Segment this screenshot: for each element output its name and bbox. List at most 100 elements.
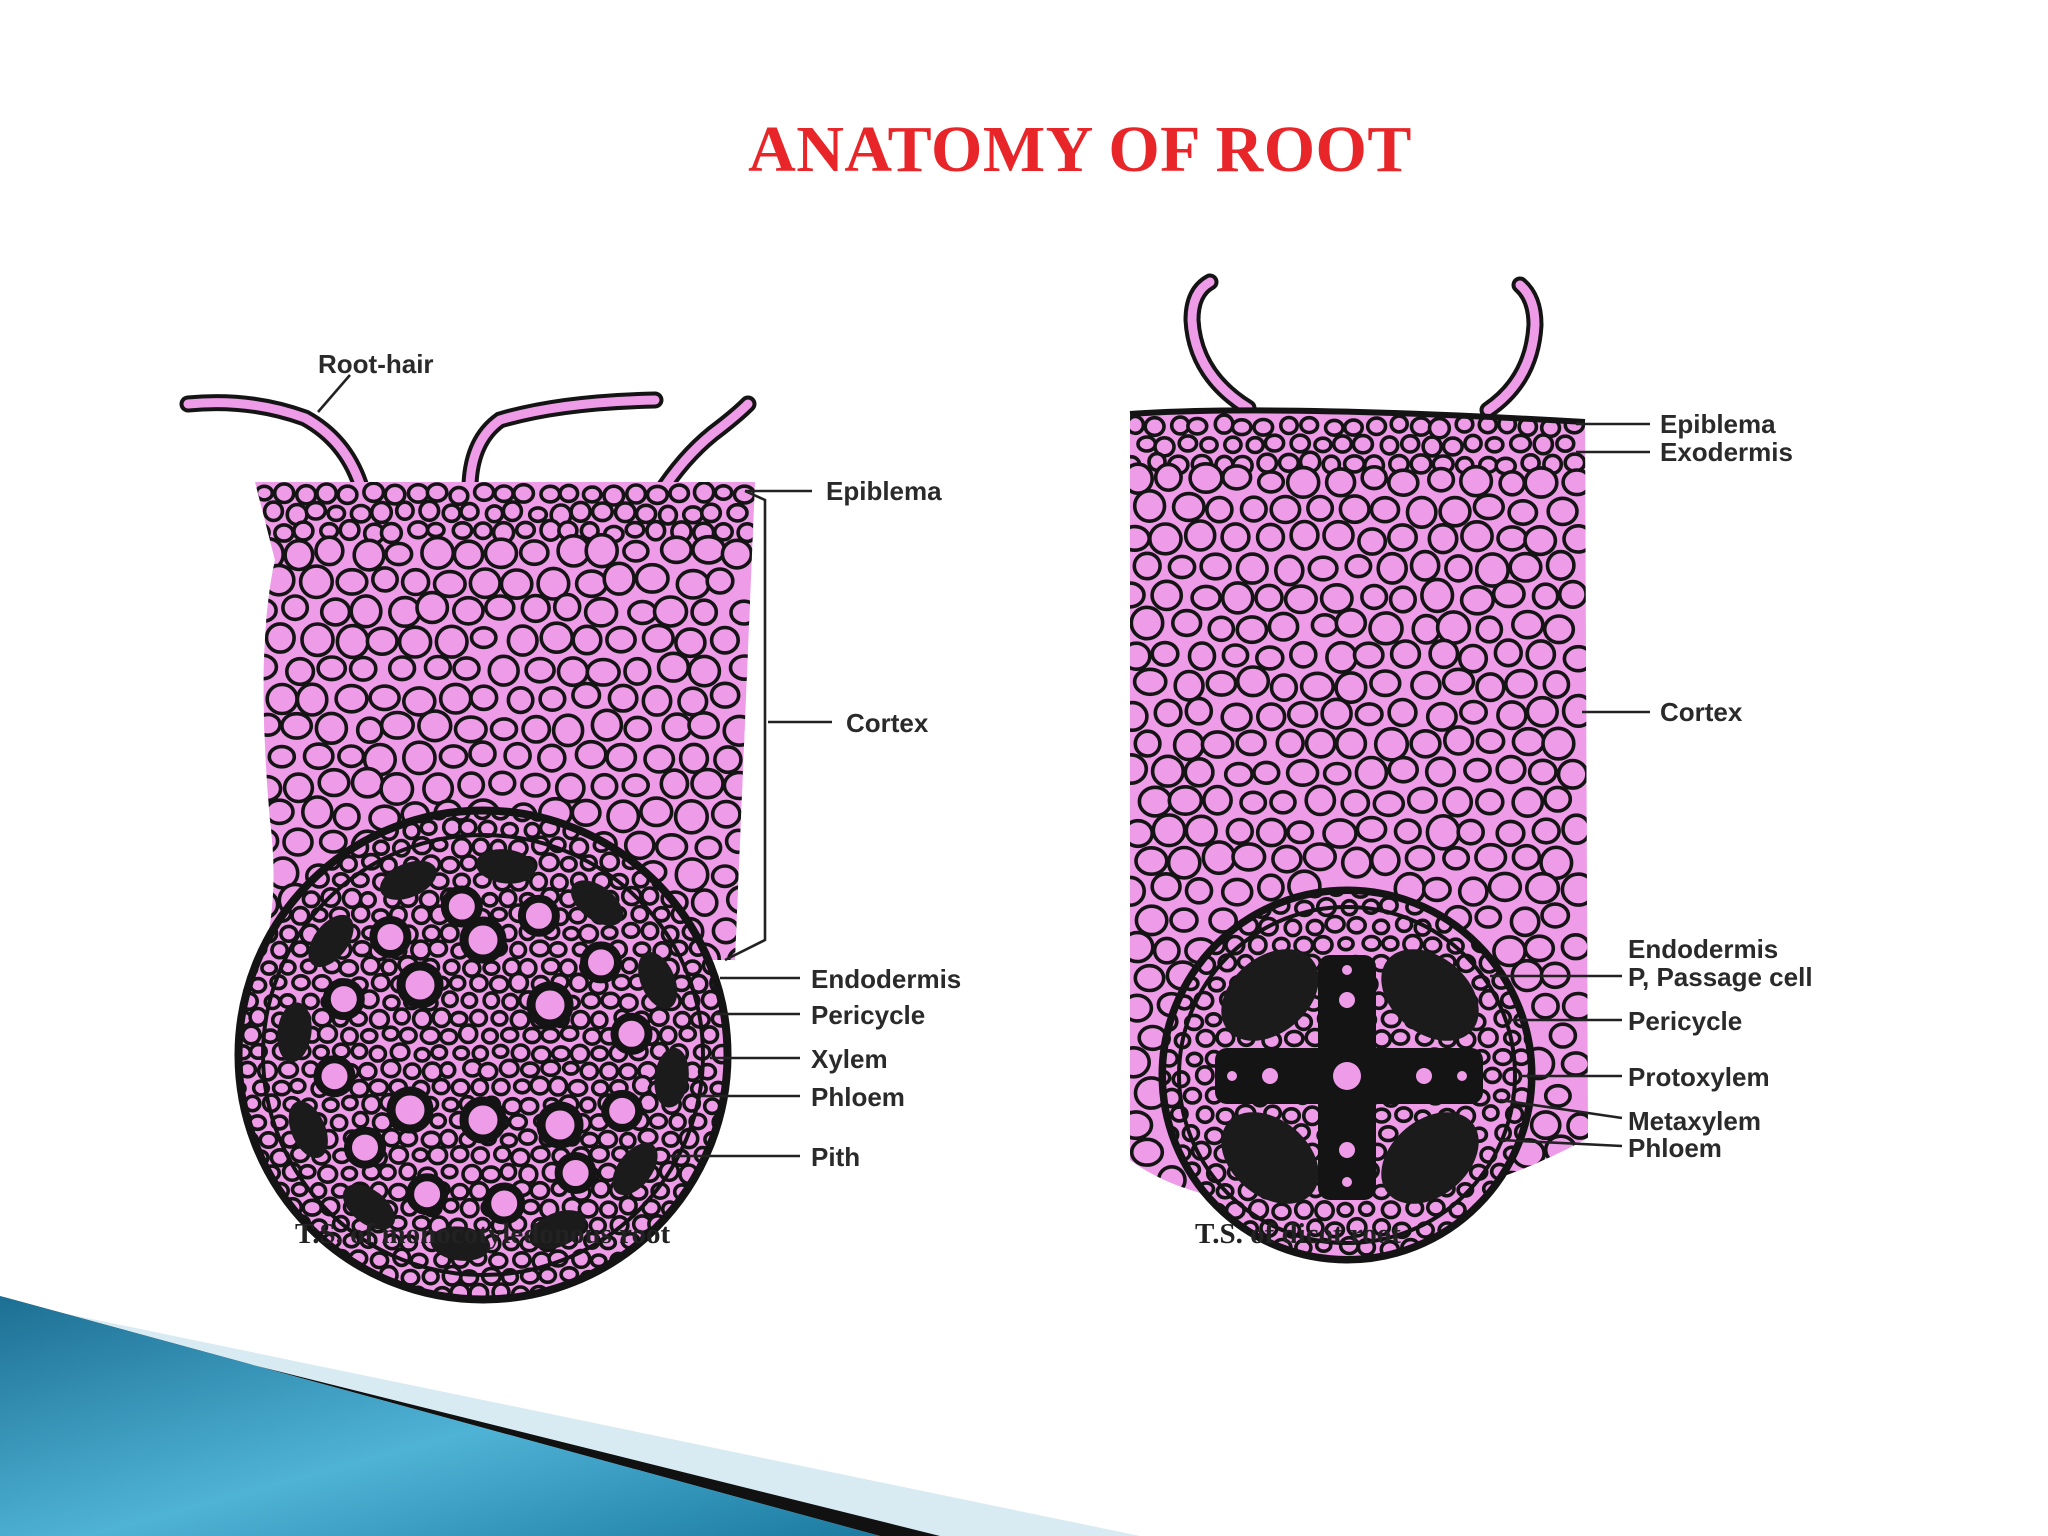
tissue-cell bbox=[1286, 700, 1319, 729]
tissue-cell bbox=[598, 1200, 619, 1219]
tissue-cell bbox=[1231, 842, 1267, 872]
tissue-cell bbox=[338, 518, 361, 542]
xylem-vessel bbox=[536, 1101, 584, 1149]
tissue-cell bbox=[259, 1199, 278, 1216]
tissue-cell bbox=[378, 1163, 397, 1182]
tissue-cell bbox=[581, 485, 603, 504]
monocot-label-root-hair: Root-hair bbox=[318, 349, 434, 379]
tissue-cell bbox=[1511, 843, 1542, 871]
tissue-cell bbox=[1148, 522, 1183, 556]
phloem-patch bbox=[288, 1101, 328, 1158]
tissue-cell bbox=[554, 772, 586, 804]
tissue-cell bbox=[1172, 1220, 1193, 1241]
tissue-cell bbox=[1169, 907, 1199, 933]
tissue-cell bbox=[499, 1162, 518, 1182]
tissue-cell bbox=[711, 917, 741, 945]
tissue-cell bbox=[678, 1025, 698, 1043]
tissue-cell bbox=[300, 795, 334, 829]
tissue-cell bbox=[283, 538, 315, 572]
tissue-cell bbox=[1543, 1083, 1572, 1108]
tissue-cell bbox=[1271, 844, 1303, 874]
tissue-cell bbox=[1221, 643, 1250, 668]
tissue-cell bbox=[239, 811, 249, 820]
tissue-cell bbox=[641, 684, 673, 717]
tissue-cell bbox=[427, 1144, 449, 1166]
dicot-label-exodermis: Exodermis bbox=[1660, 437, 1793, 467]
tissue-cell bbox=[1164, 1239, 1182, 1257]
tissue-cell bbox=[452, 539, 485, 570]
tissue-cell bbox=[1133, 963, 1166, 993]
tissue-cell bbox=[1409, 728, 1442, 759]
tissue-cell bbox=[421, 924, 442, 943]
tissue-cell bbox=[1324, 467, 1357, 498]
tissue-cell bbox=[439, 855, 461, 875]
monocot-label-endodermis: Endodermis bbox=[811, 964, 961, 994]
xylem-vessel bbox=[1457, 1071, 1467, 1081]
tissue-cell bbox=[1302, 842, 1338, 872]
tissue-cell bbox=[489, 717, 519, 742]
tissue-cell bbox=[362, 482, 386, 504]
tissue-cell bbox=[239, 925, 259, 944]
tissue-cell bbox=[1545, 549, 1576, 582]
tissue-cell bbox=[1531, 992, 1560, 1020]
tissue-cell bbox=[372, 839, 391, 857]
tissue-cell bbox=[1186, 416, 1209, 436]
tissue-cell bbox=[1492, 1088, 1511, 1104]
tissue-cell bbox=[1556, 758, 1588, 790]
tissue-cell bbox=[559, 1025, 580, 1042]
phloem-patch bbox=[277, 1002, 312, 1063]
tissue-cell bbox=[618, 993, 639, 1013]
tissue-cell bbox=[243, 818, 262, 837]
tissue-cell bbox=[637, 1127, 659, 1147]
tissue-cell bbox=[1177, 434, 1199, 453]
tissue-cell bbox=[624, 520, 646, 539]
tissue-cell bbox=[381, 1128, 403, 1148]
tissue-cell bbox=[318, 829, 348, 854]
tissue-cell bbox=[251, 1213, 272, 1234]
tissue-cell bbox=[621, 921, 641, 940]
xylem-vessel bbox=[396, 961, 444, 1009]
tissue-cell bbox=[1254, 583, 1284, 612]
tissue-cell bbox=[1307, 555, 1339, 582]
tissue-cell bbox=[335, 567, 369, 596]
tissue-cell bbox=[559, 855, 578, 873]
tissue-cell bbox=[1194, 1065, 1215, 1086]
tissue-cell bbox=[1285, 758, 1320, 788]
tissue-cell bbox=[1184, 814, 1218, 847]
tissue-cell bbox=[702, 1163, 723, 1184]
dicot-xylem-vessels bbox=[1227, 965, 1467, 1187]
tissue-cell bbox=[1190, 584, 1222, 611]
tissue-cell bbox=[384, 541, 414, 567]
tissue-cell bbox=[547, 1075, 569, 1097]
monocot-label-pericycle: Pericycle bbox=[811, 1000, 925, 1030]
tissue-cell bbox=[1525, 695, 1560, 728]
tissue-cell bbox=[1314, 1199, 1336, 1222]
tissue-cell bbox=[1526, 1165, 1560, 1199]
tissue-cell bbox=[490, 1009, 509, 1027]
tissue-cell bbox=[1173, 669, 1205, 702]
tissue-cell bbox=[645, 484, 670, 506]
tissue-cell bbox=[530, 1145, 551, 1164]
tissue-cell bbox=[1235, 615, 1269, 645]
tissue-cell bbox=[326, 504, 347, 523]
tissue-cell bbox=[1340, 789, 1371, 817]
tissue-cell bbox=[490, 906, 509, 923]
tissue-cell bbox=[709, 681, 741, 709]
tissue-cell bbox=[673, 798, 710, 835]
tissue-cell bbox=[539, 484, 562, 504]
tissue-cell bbox=[317, 1164, 339, 1185]
tissue-cell bbox=[491, 1077, 511, 1097]
tissue-cell bbox=[1343, 418, 1365, 437]
tissue-cell bbox=[482, 991, 501, 1010]
tissue-cell bbox=[1235, 729, 1267, 757]
tissue-cell bbox=[1502, 1067, 1523, 1087]
tissue-cell bbox=[1344, 553, 1373, 579]
tissue-cell bbox=[1409, 549, 1441, 582]
tissue-cell bbox=[710, 864, 740, 889]
tissue-cell bbox=[1460, 519, 1494, 553]
tissue-cell bbox=[1387, 468, 1420, 498]
tissue-cell bbox=[736, 521, 755, 544]
tissue-cell bbox=[339, 1026, 359, 1046]
tissue-cell bbox=[687, 654, 722, 688]
tissue-cell bbox=[1293, 1199, 1315, 1221]
